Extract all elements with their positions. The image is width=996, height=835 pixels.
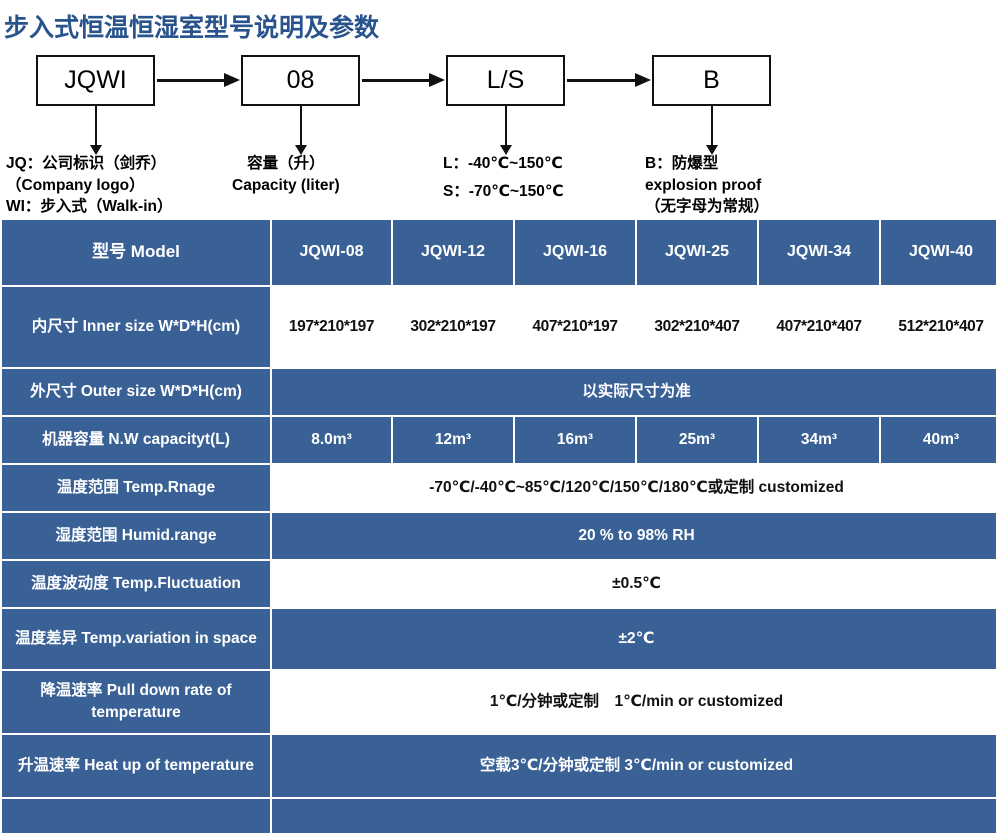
legend-line: （Company logo）	[6, 176, 145, 194]
table-row: 内尺寸 Inner size W*D*H(cm) 197*210*197 302…	[2, 287, 996, 367]
row-cell: 8.0m³	[272, 417, 391, 463]
legend-line: JQ：公司标识（剑乔）	[6, 155, 167, 172]
row-cell-merged: ±0.5℃	[272, 561, 996, 607]
page-title: 步入式恒温恒湿室型号说明及参数	[4, 14, 380, 42]
row-cell: 197*210*197	[272, 287, 391, 367]
row-label-temp-fluctuation: 温度波动度 Temp.Fluctuation	[2, 561, 270, 607]
row-cell-merged: ±2℃	[272, 609, 996, 669]
table-row: 降温速率 Pull down rate of temperature 1℃/分钟…	[2, 671, 996, 733]
table-header-row: 型号 Model JQWI-08 JQWI-12 JQWI-16 JQWI-25…	[2, 220, 996, 285]
diagram-node-jqwi: JQWI	[36, 55, 155, 106]
model-naming-diagram: JQWI 08 L/S B JQ：公司标识（剑乔） （Company logo）…	[0, 48, 996, 218]
legend-line: explosion proof	[645, 176, 762, 194]
row-cell: 302*210*407	[637, 287, 757, 367]
down-arrow-icon	[706, 106, 718, 155]
table-row: 机器容量 N.W capacityt(L) 8.0m³ 12m³ 16m³ 25…	[2, 417, 996, 463]
spec-table-body: 型号 Model JQWI-08 JQWI-12 JQWI-16 JQWI-25…	[2, 220, 996, 833]
table-row: 外尺寸 Outer size W*D*H(cm) 以实际尺寸为准	[2, 369, 996, 415]
right-arrow-icon	[567, 73, 651, 87]
row-cell: 407*210*197	[515, 287, 635, 367]
row-label-inner-size: 内尺寸 Inner size W*D*H(cm)	[2, 287, 270, 367]
table-row: 升温速率 Heat up of temperature 空载3℃/分钟或定制 3…	[2, 735, 996, 797]
page-root: 步入式恒温恒湿室型号说明及参数 JQWI 08 L/S B JQ：公司标识（剑乔…	[0, 14, 996, 833]
row-label-pull-down-rate: 降温速率 Pull down rate of temperature	[2, 671, 270, 733]
row-cell-merged: 空载3℃/分钟或定制 3℃/min or customized	[272, 735, 996, 797]
row-label-heat-up-rate: 升温速率 Heat up of temperature	[2, 735, 270, 797]
down-arrow-icon	[500, 106, 512, 155]
legend-line: （无字母为常规）	[645, 198, 770, 216]
table-row: 湿度范围 Humid.range 20 % to 98% RH	[2, 513, 996, 559]
table-row: 温度范围 Temp.Rnage -70℃/-40℃~85℃/120℃/150℃/…	[2, 465, 996, 511]
row-cell-merged: -70℃/-40℃~85℃/120℃/150℃/180℃或定制 customiz…	[272, 465, 996, 511]
diagram-node-capacity: 08	[241, 55, 360, 106]
table-row: 温度差异 Temp.variation in space ±2℃	[2, 609, 996, 669]
row-label-temp-range: 温度范围 Temp.Rnage	[2, 465, 270, 511]
legend-capacity: 容量（升） Capacity (liter)	[232, 153, 340, 196]
diagram-node-temp-range: L/S	[446, 55, 565, 106]
row-label-partial	[2, 799, 270, 833]
legend-line: L：-40℃~150℃	[443, 155, 563, 172]
row-cell-merged	[272, 799, 996, 833]
header-model-2: JQWI-16	[515, 220, 635, 285]
row-cell: 407*210*407	[759, 287, 879, 367]
diagram-node-explosion-proof: B	[652, 55, 771, 106]
legend-line: 容量（升）	[247, 155, 325, 172]
header-label-model: 型号 Model	[2, 220, 270, 285]
row-label-humidity-range: 湿度范围 Humid.range	[2, 513, 270, 559]
row-cell: 25m³	[637, 417, 757, 463]
right-arrow-icon	[362, 73, 445, 87]
header-model-4: JQWI-34	[759, 220, 879, 285]
header-model-0: JQWI-08	[272, 220, 391, 285]
table-row: 温度波动度 Temp.Fluctuation ±0.5℃	[2, 561, 996, 607]
legend-line: S：-70℃~150℃	[443, 182, 564, 200]
row-cell: 34m³	[759, 417, 879, 463]
specification-table: 型号 Model JQWI-08 JQWI-12 JQWI-16 JQWI-25…	[0, 218, 996, 835]
row-cell-merged: 20 % to 98% RH	[272, 513, 996, 559]
legend-explosion-proof: B：防爆型 explosion proof （无字母为常规）	[645, 153, 769, 218]
row-label-temp-variation: 温度差异 Temp.variation in space	[2, 609, 270, 669]
row-cell-merged: 1℃/分钟或定制 1℃/min or customized	[272, 671, 996, 733]
legend-jqwi: JQ：公司标识（剑乔） （Company logo） WI：步入式（Walk-i…	[6, 153, 172, 218]
legend-line: Capacity (liter)	[232, 176, 340, 194]
header-model-3: JQWI-25	[637, 220, 757, 285]
row-cell-merged: 以实际尺寸为准	[272, 369, 996, 415]
legend-line: WI：步入式（Walk-in）	[6, 198, 173, 216]
row-label-outer-size: 外尺寸 Outer size W*D*H(cm)	[2, 369, 270, 415]
legend-line: B：防爆型	[645, 155, 719, 172]
row-cell: 302*210*197	[393, 287, 513, 367]
row-cell: 512*210*407	[881, 287, 996, 367]
legend-temp-range: L：-40℃~150℃ S：-70℃~150℃	[443, 153, 564, 208]
down-arrow-icon	[90, 106, 102, 155]
down-arrow-icon	[295, 106, 307, 155]
row-label-capacity: 机器容量 N.W capacityt(L)	[2, 417, 270, 463]
header-model-5: JQWI-40	[881, 220, 996, 285]
header-model-1: JQWI-12	[393, 220, 513, 285]
right-arrow-icon	[157, 73, 240, 87]
row-cell: 12m³	[393, 417, 513, 463]
row-cell: 16m³	[515, 417, 635, 463]
row-cell: 40m³	[881, 417, 996, 463]
table-row-partial	[2, 799, 996, 833]
